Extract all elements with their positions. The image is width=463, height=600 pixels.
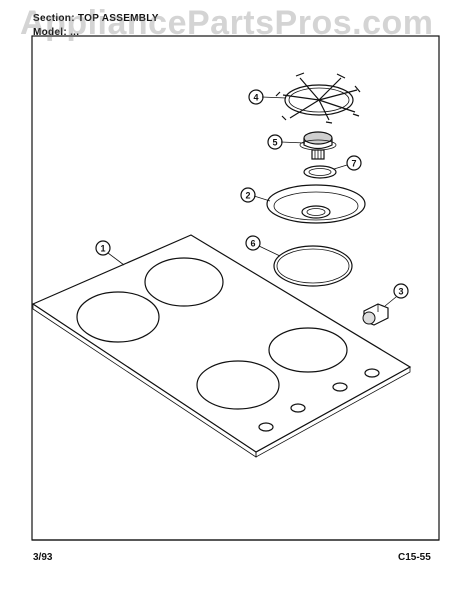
burner-opening-back-left <box>144 257 224 307</box>
knob-hole <box>332 382 348 392</box>
drip-bowl <box>266 184 366 224</box>
trim-ring <box>273 245 353 287</box>
revision-date: 3/93 <box>33 552 53 563</box>
leader-line-1 <box>107 252 125 266</box>
callout-4: 4 <box>248 89 264 105</box>
watermark: AppliancePartsPros.com <box>20 4 434 42</box>
callout-1: 1 <box>95 240 111 256</box>
leader-line-7 <box>333 164 348 170</box>
svg-text:4: 4 <box>253 93 258 103</box>
section-label: Section: TOP ASSEMBLY <box>33 13 159 24</box>
leader-line-2 <box>253 195 271 202</box>
burner-grate <box>275 72 361 124</box>
callout-5: 5 <box>267 134 283 150</box>
small-ring <box>303 165 337 179</box>
cooktop-panel <box>31 234 412 458</box>
svg-text:2: 2 <box>245 191 250 201</box>
callout-7: 7 <box>346 155 362 171</box>
leader-line-3 <box>384 296 397 307</box>
model-label: Model: ... <box>33 27 80 38</box>
svg-text:5: 5 <box>272 138 277 148</box>
svg-text:7: 7 <box>351 159 356 169</box>
leader-line-5 <box>280 141 306 144</box>
callout-2: 2 <box>240 187 256 203</box>
callout-6: 6 <box>245 235 261 251</box>
page-code: C15-55 <box>398 552 431 563</box>
svg-text:6: 6 <box>250 239 255 249</box>
burner-opening-back-right <box>268 327 348 373</box>
burner-opening-front-left <box>76 291 160 343</box>
page-frame <box>31 35 440 541</box>
svg-text:1: 1 <box>100 244 105 254</box>
knob-hole <box>364 368 380 378</box>
knob-hole <box>290 403 306 413</box>
leader-line-4 <box>261 96 287 99</box>
knob-hole <box>258 422 274 432</box>
callout-3: 3 <box>393 283 409 299</box>
svg-text:3: 3 <box>398 287 403 297</box>
control-knob <box>362 303 389 326</box>
burner-opening-front-right <box>196 360 280 410</box>
leader-line-6 <box>258 245 281 257</box>
burner-head <box>299 131 337 160</box>
